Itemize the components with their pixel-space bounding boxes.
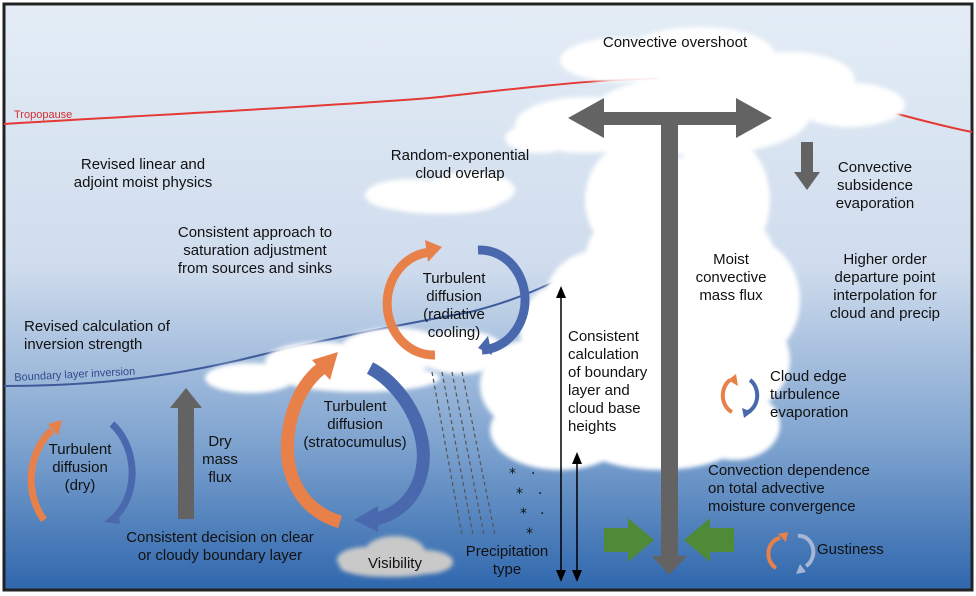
turbulent-stratocumulus-label: Turbulent diffusion (stratocumulus) bbox=[303, 398, 407, 451]
convective-overshoot-label: Convective overshoot bbox=[602, 34, 748, 51]
clear-or-cloudy-label: Consistent decision on clear or cloudy b… bbox=[126, 529, 314, 564]
overlap-cloud bbox=[365, 172, 515, 214]
random-exponential-label: Random-exponential cloud overlap bbox=[390, 147, 530, 182]
svg-text:·: · bbox=[538, 486, 542, 502]
stratocumulus-cloud bbox=[205, 328, 505, 393]
visibility-label: Visibility bbox=[368, 555, 422, 572]
subsidence-arrow bbox=[794, 142, 820, 190]
stratocumulus-arrows bbox=[280, 362, 430, 529]
revised-linear-label: Revised linear and adjoint moist physics bbox=[73, 156, 213, 191]
bl-height-arrows bbox=[560, 296, 578, 572]
cloud-edge-arrows bbox=[720, 378, 760, 414]
gust-blue-head bbox=[796, 564, 806, 574]
edge-blue-head bbox=[742, 408, 752, 418]
svg-text:*: * bbox=[526, 526, 533, 542]
svg-text:·: · bbox=[540, 506, 544, 522]
higher-order-label: Higher order departure point interpolati… bbox=[829, 251, 941, 322]
snow-symbols: * * * * · · · bbox=[509, 466, 544, 542]
convection-dependence-label: Convection dependence on total advective… bbox=[708, 462, 870, 515]
gustiness-arrows bbox=[766, 533, 816, 570]
visibility-cloud bbox=[337, 536, 453, 577]
radiative-orange-head bbox=[425, 240, 442, 262]
turbulent-dry-label: Turbulent diffusion (dry) bbox=[48, 441, 112, 494]
consistent-bl-heights-label: Consistent calculation of boundary layer… bbox=[568, 328, 648, 435]
moist-mass-flux-label: Moist convective mass flux bbox=[695, 251, 767, 304]
convergence-arrows bbox=[604, 518, 734, 562]
edge-orange-head bbox=[728, 374, 738, 386]
svg-text:*: * bbox=[520, 506, 527, 522]
strat-orange-head bbox=[312, 352, 338, 380]
svg-text:·: · bbox=[531, 466, 535, 482]
dry-orange-head bbox=[48, 420, 62, 436]
radiative-cooling-arrows bbox=[382, 245, 530, 360]
dry-mass-flux-label: Dry mass flux bbox=[202, 433, 238, 486]
dry-blue-head bbox=[104, 510, 120, 524]
bl-height-arrowheads bbox=[556, 286, 582, 582]
svg-text:*: * bbox=[509, 466, 516, 482]
strat-blue-head bbox=[354, 506, 378, 532]
precipitation-type-label: Precipitation type bbox=[465, 543, 549, 578]
dry-mass-flux-arrow bbox=[170, 388, 202, 519]
saturation-adjustment-label: Consistent approach to saturation adjust… bbox=[177, 224, 333, 277]
radiative-blue-head bbox=[478, 336, 492, 355]
svg-text:*: * bbox=[516, 486, 523, 502]
cloud-edge-label: Cloud edge turbulence evaporation bbox=[770, 368, 849, 421]
gustiness-label: Gustiness bbox=[817, 541, 884, 558]
gust-orange-head bbox=[778, 532, 788, 542]
moist-mass-flux-arrow bbox=[568, 98, 772, 575]
convective-subsidence-label: Convective subsidence evaporation bbox=[835, 159, 915, 212]
turbulent-radiative-label: Turbulent diffusion (radiative cooling) bbox=[422, 270, 486, 341]
dry-turbulence-arrows bbox=[27, 421, 136, 523]
revised-inversion-label: Revised calculation of inversion strengt… bbox=[24, 318, 170, 353]
tropopause-label: Tropopause bbox=[14, 109, 73, 121]
